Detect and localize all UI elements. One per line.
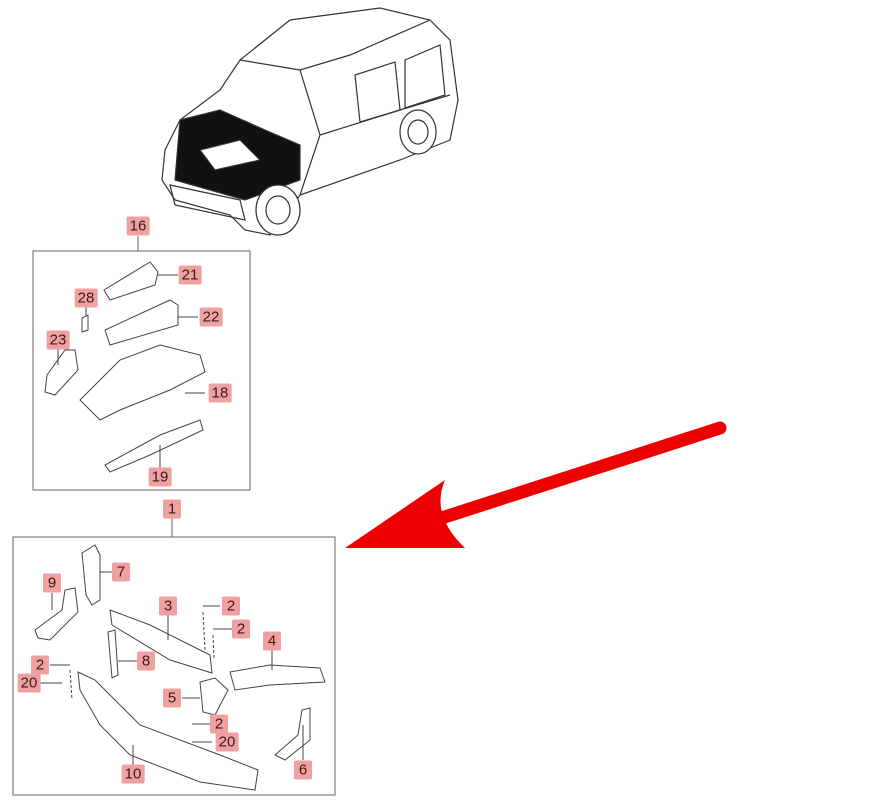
callout-20: 20 bbox=[215, 732, 239, 752]
part-10 bbox=[77, 671, 259, 791]
callout-6: 6 bbox=[294, 760, 312, 780]
callout-2: 2 bbox=[31, 655, 49, 675]
upper-assembly-group bbox=[32, 236, 251, 491]
part-22 bbox=[104, 299, 179, 346]
callout-18: 18 bbox=[208, 383, 232, 403]
part-6 bbox=[274, 707, 311, 761]
callout-2: 2 bbox=[210, 714, 228, 734]
callout-23: 23 bbox=[46, 330, 70, 350]
part-3 bbox=[109, 609, 213, 674]
callout-22: 22 bbox=[199, 307, 223, 327]
callout-16: 16 bbox=[126, 216, 150, 236]
callout-9: 9 bbox=[43, 573, 61, 593]
callout-21: 21 bbox=[178, 265, 202, 285]
callout-8: 8 bbox=[137, 651, 155, 671]
callout-2: 2 bbox=[222, 596, 240, 616]
vehicle-illustration bbox=[161, 7, 459, 236]
callout-28: 28 bbox=[74, 288, 98, 308]
callout-3: 3 bbox=[159, 596, 177, 616]
callout-1: 1 bbox=[163, 499, 181, 519]
callout-19: 19 bbox=[148, 467, 172, 487]
part-7 bbox=[81, 544, 101, 606]
callout-10: 10 bbox=[121, 764, 145, 784]
part-9 bbox=[34, 587, 79, 641]
part-21 bbox=[103, 261, 159, 301]
part-5 bbox=[199, 677, 229, 716]
part-19 bbox=[104, 419, 204, 473]
lower-assembly-group bbox=[12, 518, 336, 796]
part-23 bbox=[44, 349, 79, 396]
part-4 bbox=[229, 664, 326, 691]
callout-7: 7 bbox=[112, 562, 130, 582]
callout-2: 2 bbox=[232, 619, 250, 639]
part-8 bbox=[107, 629, 119, 679]
callout-5: 5 bbox=[163, 688, 181, 708]
part-floor bbox=[79, 344, 206, 421]
part-28 bbox=[81, 314, 89, 333]
callout-20: 20 bbox=[17, 673, 41, 693]
callout-4: 4 bbox=[263, 631, 281, 651]
red-pointer-arrow bbox=[345, 421, 727, 548]
